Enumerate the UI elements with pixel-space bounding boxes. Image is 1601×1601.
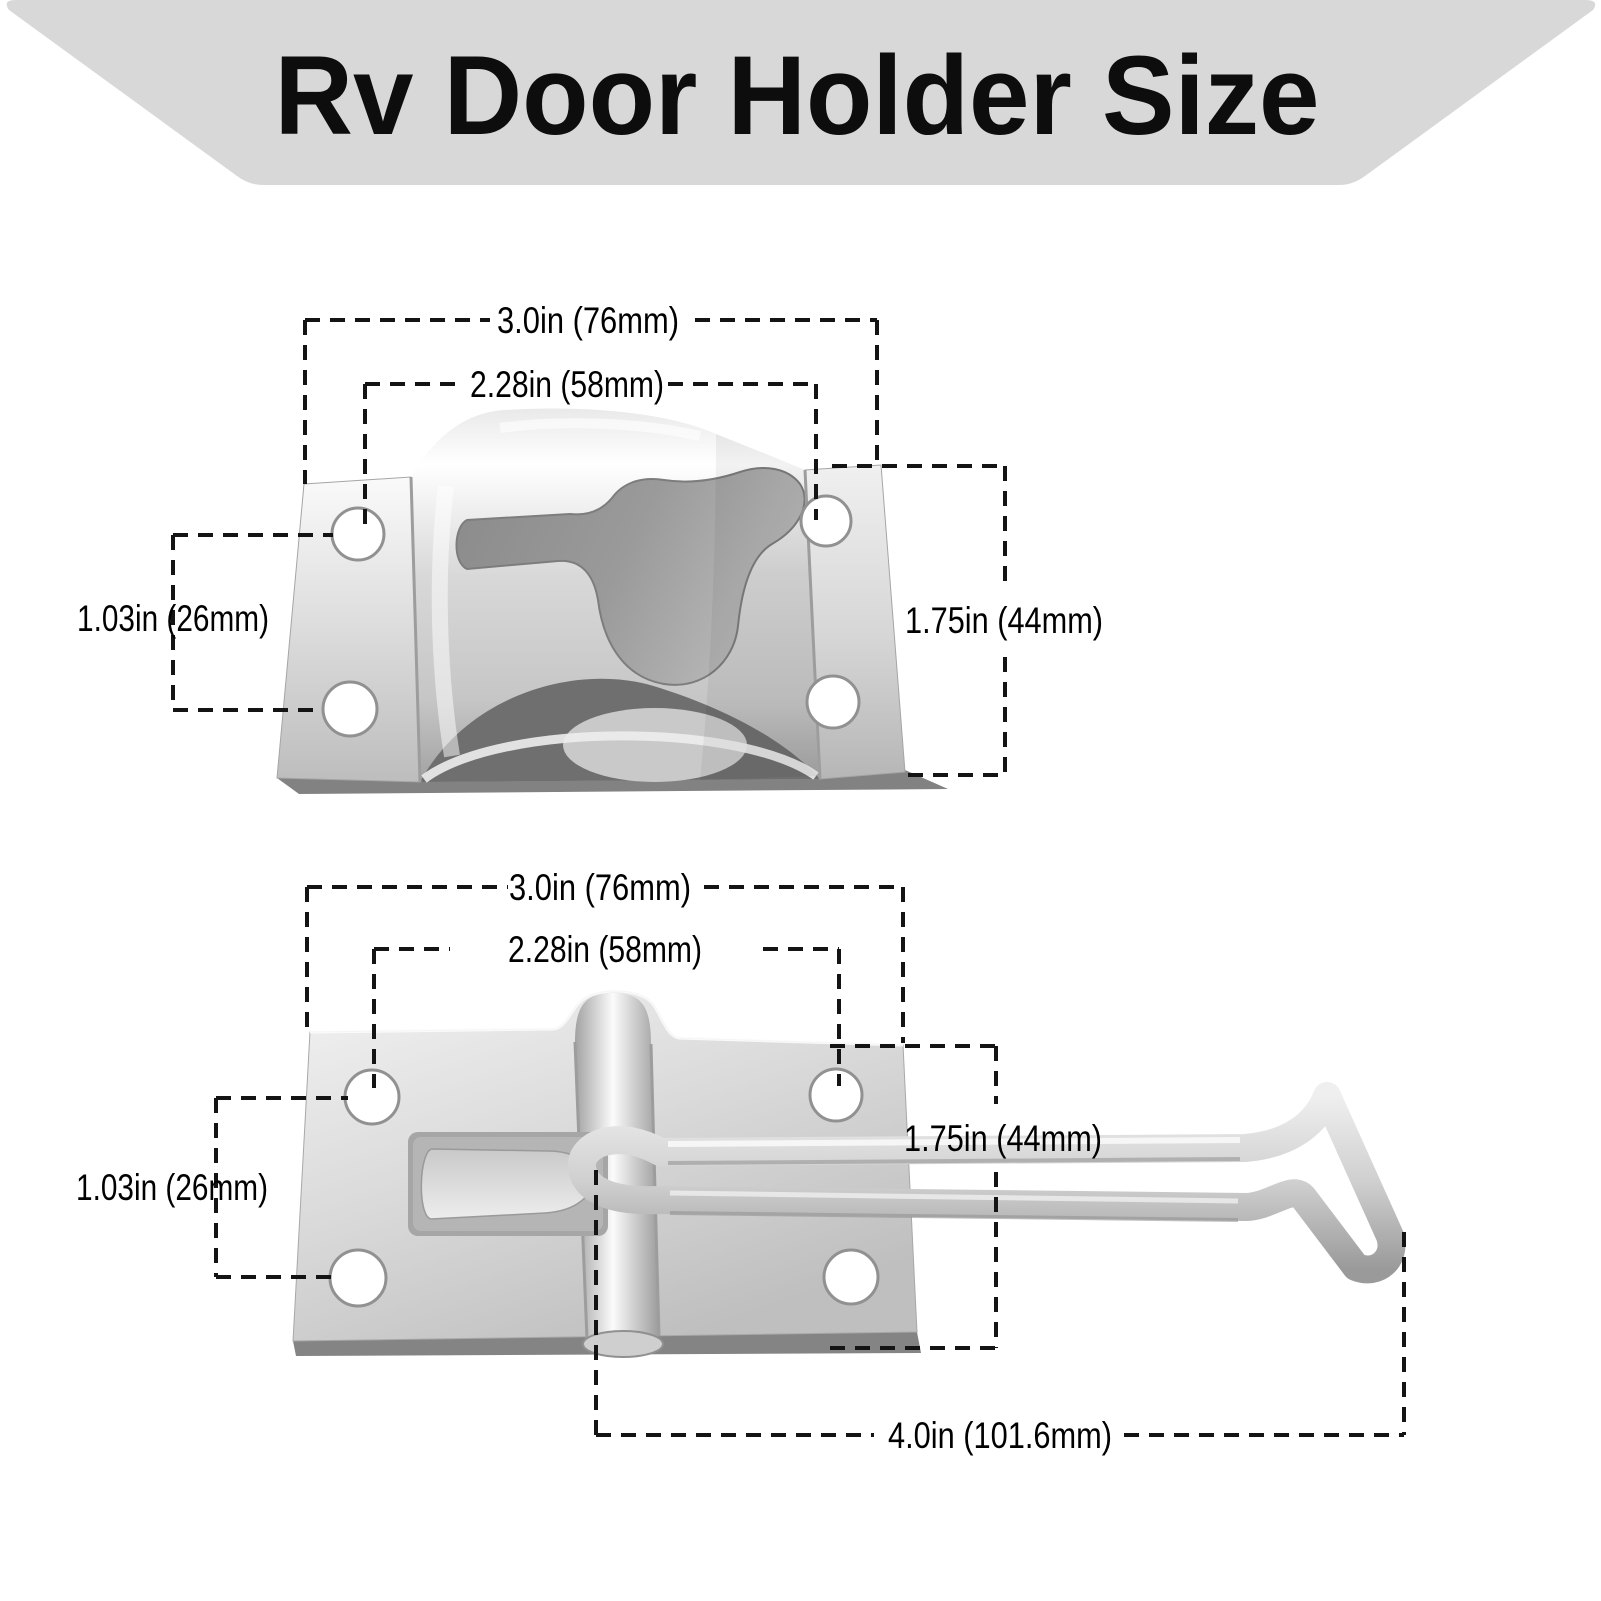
dim-lines-height-top — [832, 464, 1007, 777]
screw-hole-bottom-left — [321, 680, 379, 738]
plate-top-edge-highlight — [309, 989, 904, 1047]
page-title: Rv Door Holder Size — [275, 33, 1320, 158]
plate-hole-top-right — [808, 1067, 864, 1123]
dim-lines-hole-span-bottom — [372, 947, 841, 1088]
dim-label-hole-gap-top: 1.03in (26mm) — [77, 598, 269, 639]
dim-lines-hole-gap-top — [171, 533, 333, 712]
bottom-bracket-drawing — [292, 989, 1406, 1358]
dim-lines-height-bottom — [830, 1044, 998, 1350]
dome-top-highlight — [499, 418, 702, 441]
dim-label-width-top: 3.0in (76mm) — [497, 300, 679, 341]
wire-lower-highlight — [669, 1190, 1239, 1204]
plate-hole-bottom-left — [328, 1248, 388, 1308]
dim-lines-width-bottom — [305, 885, 905, 1043]
wire-upper-shade — [667, 1157, 1241, 1165]
dome-right-shade — [700, 434, 818, 780]
top-bracket-drawing — [276, 408, 948, 794]
dim-lines-hole-gap-bottom — [214, 1096, 348, 1279]
header-banner: Rv Door Holder Size — [6, 0, 1596, 185]
dome-inner-glimpse — [563, 708, 747, 782]
dome-left-highlight — [431, 485, 460, 758]
plate-hole-bottom-right — [822, 1248, 880, 1306]
t-hook-wire — [568, 1082, 1406, 1284]
left-fold-crease — [409, 476, 422, 783]
dim-label-hole-span-top: 2.28in (58mm) — [470, 364, 664, 405]
screw-hole-bottom-right — [805, 674, 861, 730]
wire-upper-highlight — [667, 1137, 1241, 1147]
dim-label-height-top: 1.75in (44mm) — [905, 600, 1103, 641]
dim-label-hole-span-bottom: 2.28in (58mm) — [508, 929, 702, 970]
top-bracket-diagram: 3.0in (76mm) 2.28in (58mm) 1.03in (26mm)… — [77, 300, 1103, 794]
rib-bottom-bulge — [582, 1330, 664, 1358]
wire-lower-shade — [669, 1211, 1239, 1222]
dim-label-hook-length: 4.0in (101.6mm) — [888, 1415, 1112, 1456]
dim-lines-hook-length — [594, 1170, 1406, 1437]
hook-paddle-end — [420, 1148, 594, 1220]
top-dimension-annotations: 3.0in (76mm) 2.28in (58mm) 1.03in (26mm)… — [77, 300, 1103, 777]
banner-shape — [6, 0, 1596, 185]
screw-hole-top-right — [799, 494, 853, 548]
t-slot-cutout — [455, 467, 806, 686]
dim-label-width-bottom: 3.0in (76mm) — [509, 867, 691, 908]
bottom-dimension-annotations: 3.0in (76mm) 2.28in (58mm) 1.03in (26mm)… — [76, 867, 1406, 1456]
bottom-bracket-diagram: 3.0in (76mm) 2.28in (58mm) 1.03in (26mm)… — [76, 867, 1406, 1456]
dim-label-height-bottom: 1.75in (44mm) — [904, 1118, 1102, 1159]
screw-hole-top-left — [330, 506, 386, 562]
dim-label-hole-gap-bottom: 1.03in (26mm) — [76, 1167, 268, 1208]
dome-rolled-edge-highlight — [421, 731, 819, 783]
